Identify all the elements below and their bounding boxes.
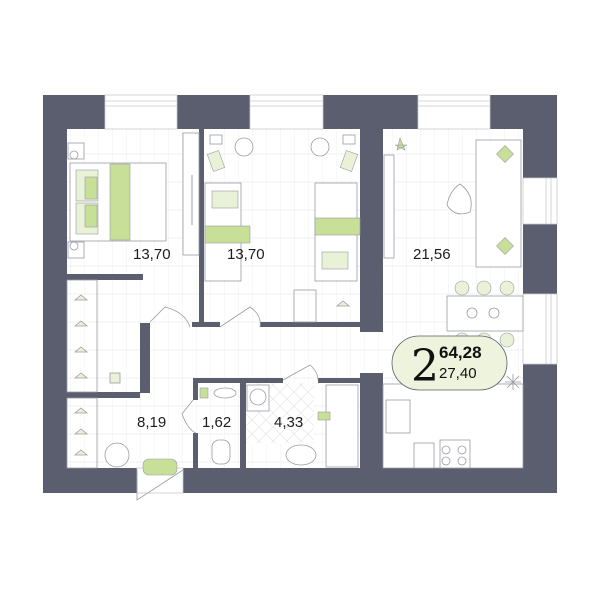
tv-unit xyxy=(383,154,395,259)
room-area-bedroom-1: 13,70 xyxy=(133,246,171,263)
window xyxy=(249,94,324,130)
single-bed-left xyxy=(204,182,251,282)
hanger-icons xyxy=(73,294,351,456)
room-area-entry: 8,19 xyxy=(137,414,166,431)
kitchen-units xyxy=(382,383,524,469)
bathroom-fixtures xyxy=(246,384,359,468)
total-area: 64,28 xyxy=(439,343,482,362)
room-area-bathroom: 4,33 xyxy=(274,414,303,431)
sofa xyxy=(475,139,522,268)
single-bed-right xyxy=(314,182,361,282)
nightstand xyxy=(67,142,85,160)
window xyxy=(522,293,558,365)
coffee-table xyxy=(446,183,472,215)
room-area-toilet: 1,62 xyxy=(202,414,231,431)
wardrobe xyxy=(182,132,200,256)
window xyxy=(417,94,491,130)
windows xyxy=(104,94,558,494)
inner-walls xyxy=(67,129,383,468)
closet xyxy=(66,279,317,469)
rooms-count: 2 xyxy=(411,341,439,392)
room-area-bedroom-2: 13,70 xyxy=(227,246,265,263)
window xyxy=(104,94,178,130)
living-area: 27,40 xyxy=(439,365,477,382)
double-bed xyxy=(69,162,167,242)
entry-fixtures xyxy=(104,442,178,476)
window xyxy=(522,177,558,225)
doors xyxy=(136,306,319,501)
room-area-living-kitchen: 21,56 xyxy=(413,246,451,263)
apartment-summary-badge: 2 64,28 27,40 xyxy=(391,335,508,392)
toilet-fixtures xyxy=(199,387,237,465)
nightstand xyxy=(67,241,85,259)
snowflake-icon xyxy=(505,374,521,390)
desk-chairs xyxy=(206,134,359,172)
plant xyxy=(394,137,408,151)
